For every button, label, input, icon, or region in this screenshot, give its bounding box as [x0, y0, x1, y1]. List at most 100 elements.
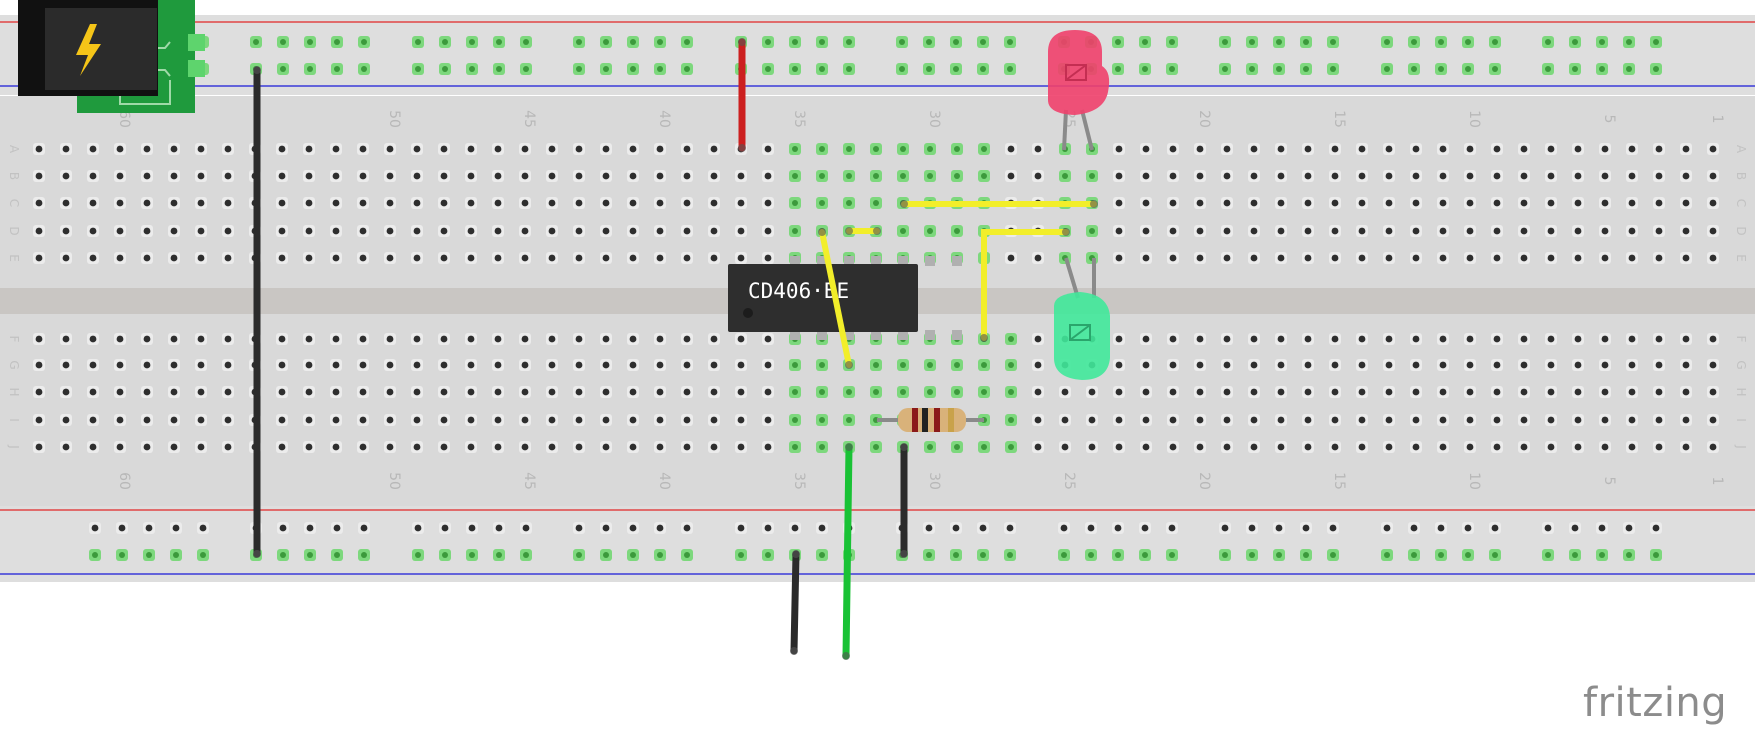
breadboard-hole-center [1709, 254, 1717, 262]
breadboard-hole-center [1034, 361, 1042, 369]
breadboard-hole-center [792, 228, 798, 234]
breadboard-hole-center [1682, 172, 1690, 180]
breadboard-hole-center [683, 388, 691, 396]
wire-end [818, 228, 826, 236]
breadboard-hole-center [359, 172, 367, 180]
breadboard-hole-center [440, 443, 448, 451]
breadboard-hole-center [1574, 145, 1582, 153]
power-rail-hole-center [1438, 552, 1444, 558]
breadboard-hole-center [683, 361, 691, 369]
breadboard-hole-center [1007, 254, 1015, 262]
breadboard-hole-center [710, 145, 718, 153]
breadboard-hole-center [62, 416, 70, 424]
power-rail-hole-center [1303, 39, 1309, 45]
power-rail-hole-center [523, 552, 529, 558]
breadboard-hole-center [575, 199, 583, 207]
breadboard-hole-center [1088, 416, 1096, 424]
top-power-rail [0, 15, 1755, 95]
breadboard-hole-center [1277, 361, 1285, 369]
row-letter: E [7, 254, 21, 262]
power-rail-hole-center [1653, 66, 1659, 72]
breadboard-hole-center [143, 361, 151, 369]
red-led-body [1048, 30, 1110, 115]
breadboard-hole-center [629, 361, 637, 369]
row-letter: I [7, 418, 21, 422]
breadboard-hole-center [1493, 361, 1501, 369]
breadboard-hole-center [1115, 199, 1123, 207]
breadboard-hole-center [683, 172, 691, 180]
breadboard-hole-center [548, 227, 556, 235]
power-rail-hole-center [818, 524, 826, 532]
column-number: 20 [1196, 472, 1212, 490]
power-rail-hole-center [442, 66, 448, 72]
breadboard-hole-center [1115, 172, 1123, 180]
power-rail-hole-center [333, 524, 341, 532]
breadboard-hole-center [629, 199, 637, 207]
breadboard-hole-center [656, 388, 664, 396]
breadboard-hole-center [737, 254, 745, 262]
power-rail-hole-center [442, 552, 448, 558]
breadboard-hole-center [1682, 416, 1690, 424]
breadboard-hole-center [143, 388, 151, 396]
breadboard-hole-center [1520, 335, 1528, 343]
breadboard-hole-center [1709, 335, 1717, 343]
breadboard-hole-center [467, 172, 475, 180]
breadboard-hole-center [1412, 227, 1420, 235]
power-rail-hole-center [1249, 66, 1255, 72]
breadboard-hole-center [1358, 227, 1366, 235]
breadboard-hole-center [413, 254, 421, 262]
breadboard-hole-center [1277, 199, 1285, 207]
breadboard-hole-center [1682, 335, 1690, 343]
breadboard-hole-center [1142, 388, 1150, 396]
breadboard-hole-center [683, 199, 691, 207]
breadboard-hole-center [413, 199, 421, 207]
breadboard-hole-center [143, 254, 151, 262]
breadboard-hole-center [1439, 199, 1447, 207]
power-rail-hole-center [926, 552, 932, 558]
power-rail-hole-center [1221, 524, 1229, 532]
breadboard-hole-center [1277, 335, 1285, 343]
breadboard-hole-center [1008, 444, 1014, 450]
power-rail-hole-center [469, 66, 475, 72]
breadboard-hole-center [494, 199, 502, 207]
breadboard-hole-center [35, 335, 43, 343]
row-letter: H [1734, 387, 1748, 396]
power-rail-hole-center [306, 524, 314, 532]
breadboard-hole-center [35, 416, 43, 424]
breadboard-hole-center [1682, 388, 1690, 396]
ic-pin [925, 256, 935, 266]
breadboard-hole-center [386, 335, 394, 343]
breadboard-hole-center [819, 362, 825, 368]
breadboard-hole-center [143, 227, 151, 235]
breadboard-hole-center [1466, 416, 1474, 424]
breadboard-hole-center [359, 227, 367, 235]
breadboard-hole-center [359, 145, 367, 153]
ic-pin [790, 330, 800, 340]
breadboard-hole-center [900, 146, 906, 152]
breadboard-hole-center [1574, 416, 1582, 424]
breadboard-hole-center [521, 145, 529, 153]
breadboard-hole-center [548, 443, 556, 451]
breadboard-hole-center [440, 199, 448, 207]
breadboard-hole-center [35, 388, 43, 396]
breadboard-hole-center [386, 254, 394, 262]
breadboard-hole-center [1385, 361, 1393, 369]
breadboard-hole-center [1223, 199, 1231, 207]
breadboard-hole-center [224, 416, 232, 424]
column-number: 60 [116, 472, 132, 490]
breadboard-hole-center [575, 443, 583, 451]
power-rail-hole-center [415, 66, 421, 72]
breadboard-hole-center [305, 145, 313, 153]
breadboard-hole-center [1304, 199, 1312, 207]
breadboard-hole-center [89, 145, 97, 153]
breadboard-hole-center [548, 388, 556, 396]
ic-notch [743, 308, 753, 318]
breadboard-hole-center [656, 172, 664, 180]
breadboard-hole-center [332, 145, 340, 153]
breadboard-hole-center [1358, 335, 1366, 343]
row-letter: A [7, 145, 21, 154]
row-letter: B [1734, 172, 1748, 180]
breadboard-hole-center [386, 145, 394, 153]
wire-end [842, 652, 850, 660]
power-rail-hole-center [576, 39, 582, 45]
